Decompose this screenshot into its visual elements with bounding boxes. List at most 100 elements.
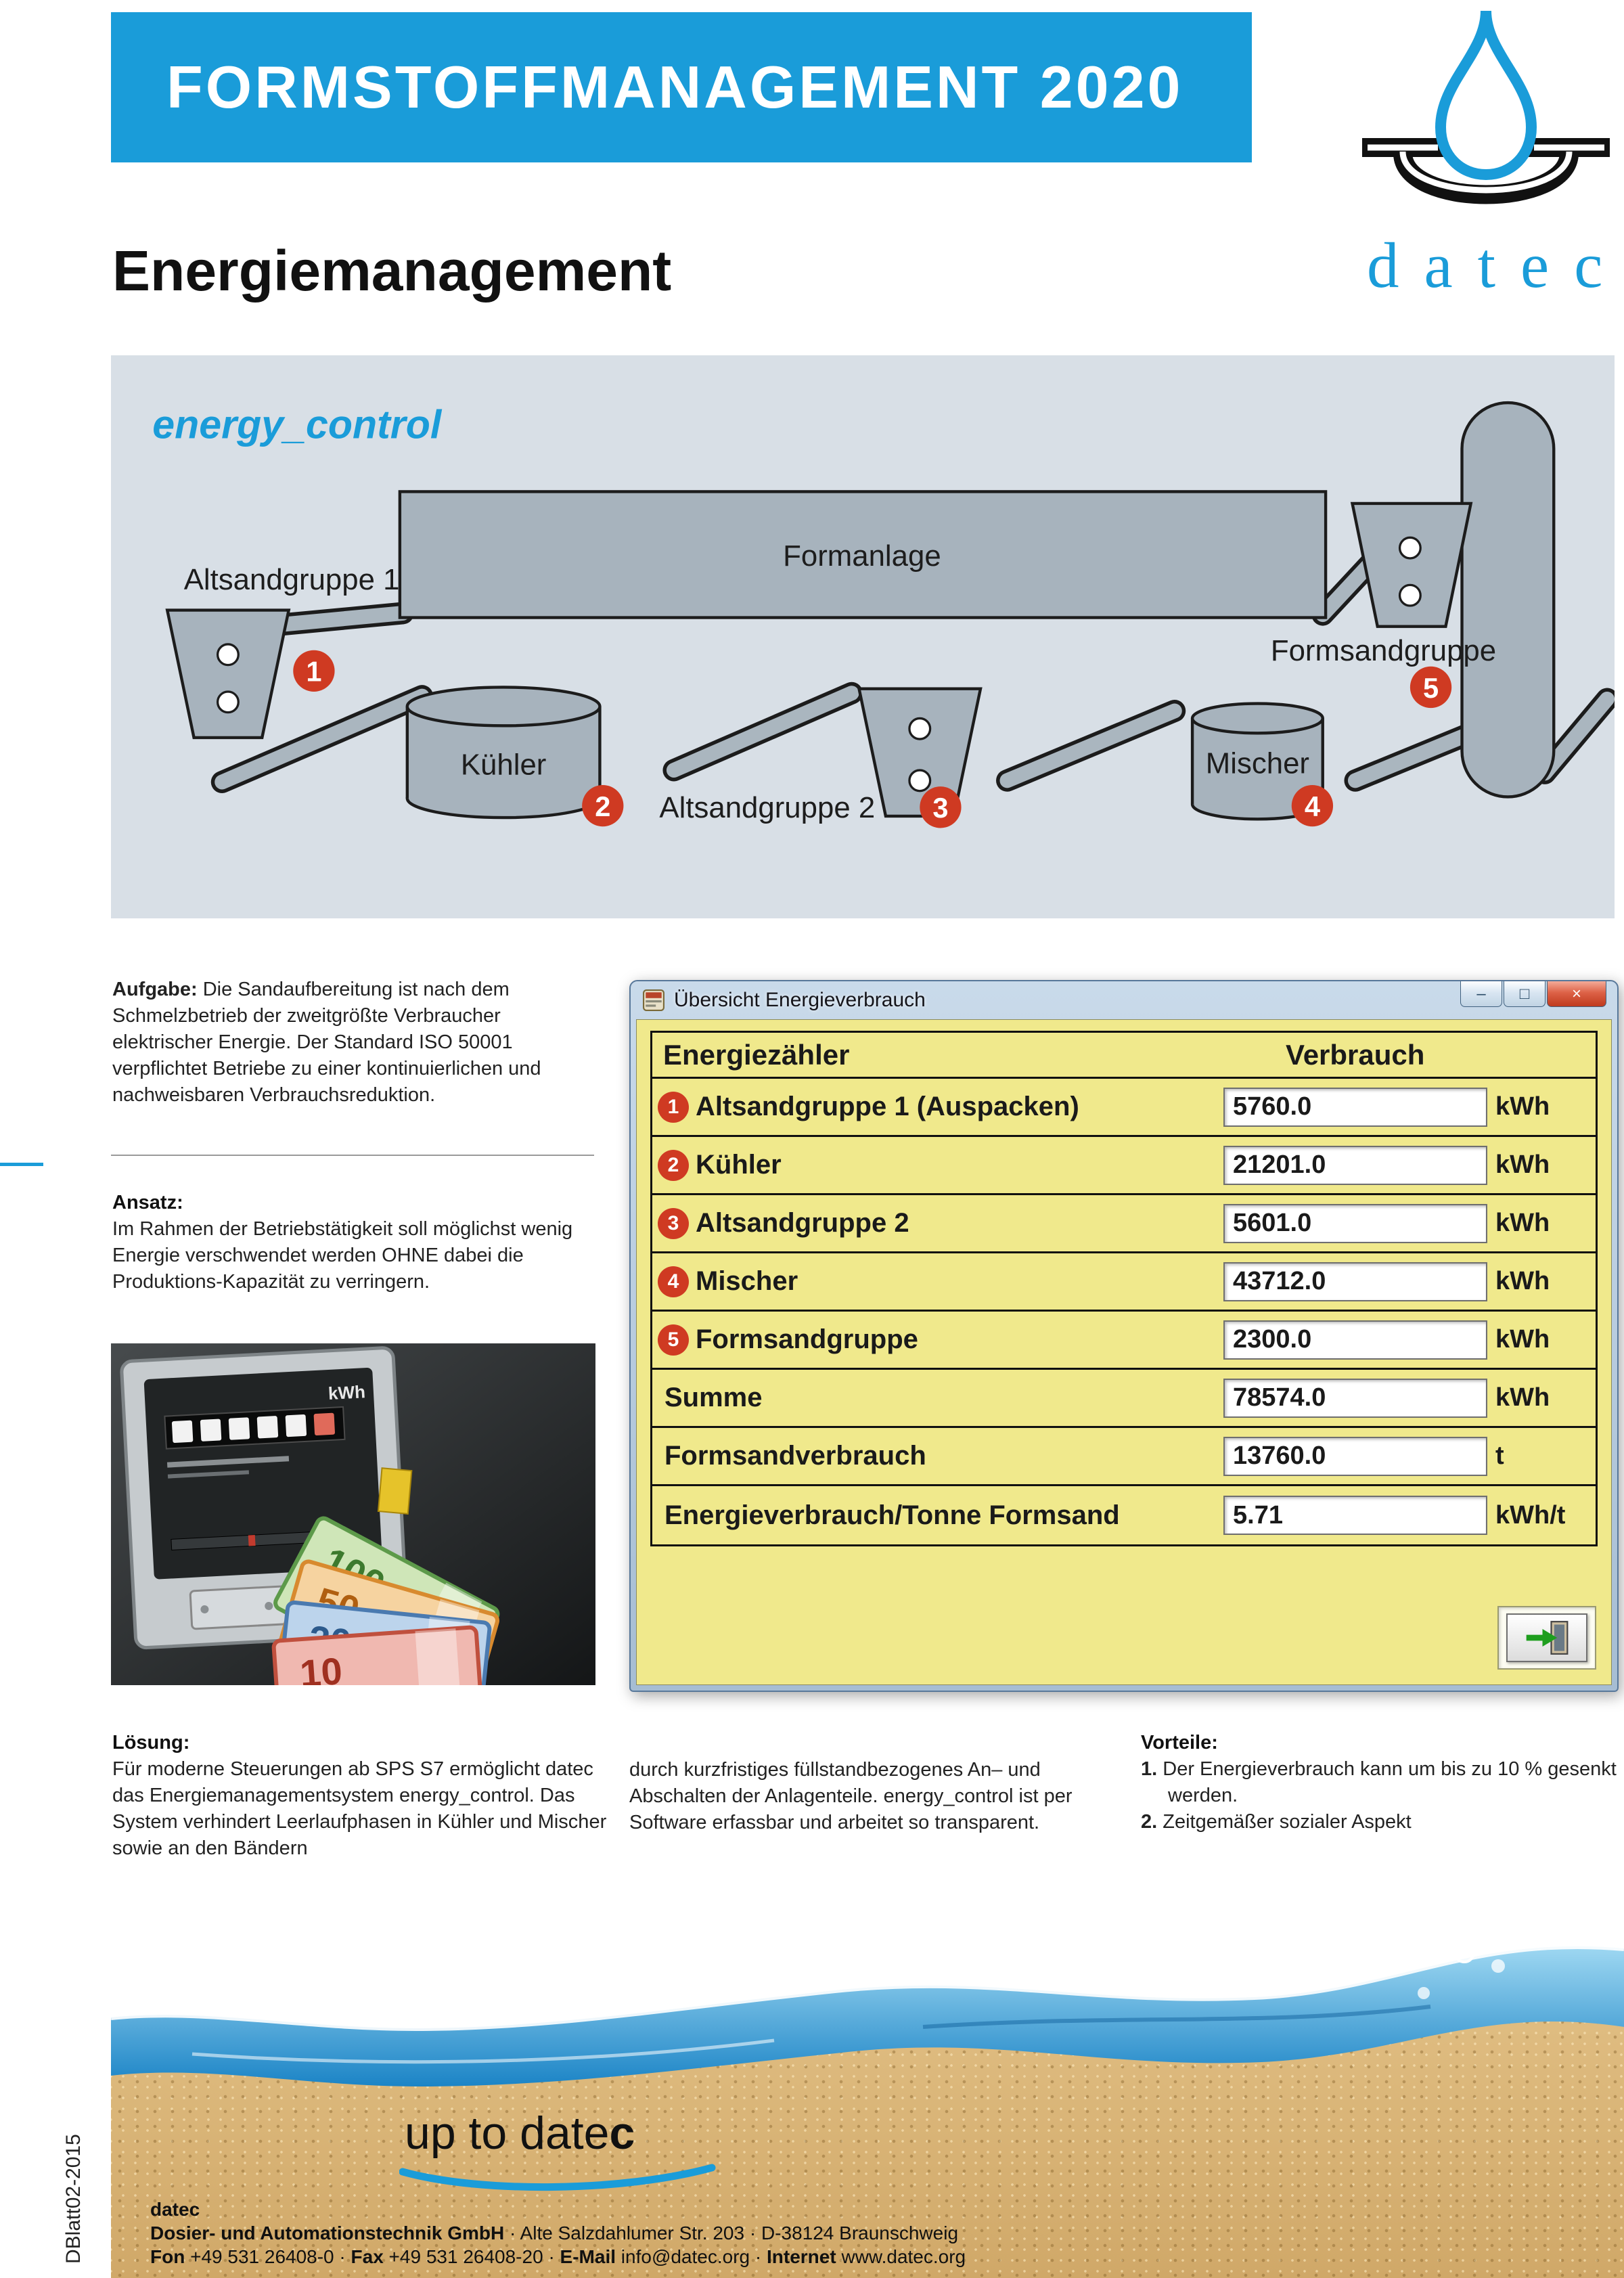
loesung-col1-text: Für moderne Steuerungen ab SPS S7 ermögl… xyxy=(112,1758,607,1859)
vorteile-heading: Vorteile: xyxy=(1141,1732,1218,1754)
energy-dialog-window: Übersicht Energieverbrauch – □ × Energie… xyxy=(629,980,1619,1692)
aufgabe-body: Die Sandaufbereitung ist nach dem Schmel… xyxy=(112,979,541,1106)
diagram-caption: energy_control xyxy=(152,402,443,447)
station-badge-4: 4 xyxy=(1291,784,1334,827)
row-unit: kWh xyxy=(1495,1151,1550,1179)
altsandgruppe2-label: Altsandgruppe 2 xyxy=(659,791,875,824)
svg-text:2: 2 xyxy=(595,790,610,822)
company-address-line: Dosier- und Automationstechnik GmbH · Al… xyxy=(150,2223,959,2243)
row-unit: kWh xyxy=(1495,1383,1550,1412)
meter-photo: kWh 100 xyxy=(111,1343,595,1685)
value-field[interactable]: 5601.0 xyxy=(1223,1203,1487,1243)
page-title: Energiemanagement xyxy=(112,239,672,303)
meter-photo-svg: kWh 100 xyxy=(111,1343,595,1685)
svg-text:3: 3 xyxy=(932,792,948,824)
meter-unit-label: kWh xyxy=(328,1381,365,1404)
datec-logo: datec xyxy=(1353,4,1619,303)
formanlage-label: Formanlage xyxy=(783,539,941,573)
altsandgruppe2-hopper xyxy=(857,687,983,818)
maximize-button[interactable]: □ xyxy=(1504,981,1546,1007)
station-badge-5: 5 xyxy=(1409,666,1452,709)
formanlage-shape xyxy=(398,490,1328,619)
document-code: DBlatt02-2015 xyxy=(62,2134,85,2264)
table-row: Summe 78574.0 kWh xyxy=(652,1370,1596,1428)
value-field[interactable]: 78574.0 xyxy=(1223,1378,1487,1418)
row-badge: 4 xyxy=(658,1266,689,1297)
svg-text:4: 4 xyxy=(1305,790,1320,822)
row-badge: 1 xyxy=(658,1091,689,1123)
row-badge: 2 xyxy=(658,1149,689,1181)
row-label: Altsandgruppe 1 (Auspacken) xyxy=(696,1092,1079,1121)
value-field[interactable]: 43712.0 xyxy=(1223,1261,1487,1301)
table-header: Energiezähler Verbrauch xyxy=(652,1033,1596,1079)
header-banner: FORMSTOFFMANAGEMENT 2020 xyxy=(111,12,1252,162)
svg-text:5: 5 xyxy=(1423,672,1439,704)
ansatz-body: Im Rahmen der Betriebstätigkeit soll mög… xyxy=(112,1218,573,1293)
column-header-verbrauch: Verbrauch xyxy=(1286,1038,1425,1071)
window-buttons: – □ × xyxy=(1459,981,1606,1007)
svg-text:1: 1 xyxy=(306,656,321,688)
table-row: Formsandverbrauch 13760.0 t xyxy=(652,1428,1596,1486)
row-badge: 3 xyxy=(658,1207,689,1239)
slogan-swoosh xyxy=(399,2164,716,2191)
row-label: Formsandgruppe xyxy=(696,1324,918,1354)
exit-button-well xyxy=(1497,1606,1596,1670)
section-divider xyxy=(111,1155,594,1156)
row-unit: kWh xyxy=(1495,1092,1550,1121)
banknote-10: 10 xyxy=(298,1649,344,1685)
maximize-icon: □ xyxy=(1519,984,1530,1003)
loesung-continued: durch kurzfristiges füllstandbezogenes A… xyxy=(629,1757,1103,1836)
altsandgruppe1-label: Altsandgruppe 1 xyxy=(184,563,400,596)
mischer-shape xyxy=(1190,702,1324,821)
slogan-up-to-datec: up to datec xyxy=(405,2107,635,2159)
close-button[interactable]: × xyxy=(1547,981,1606,1007)
row-unit: t xyxy=(1495,1442,1504,1470)
email-address: info@datec.org xyxy=(621,2246,750,2267)
euro-banknotes: 100 50 20 10 xyxy=(271,1516,500,1685)
value-field[interactable]: 2300.0 xyxy=(1223,1320,1487,1360)
row-unit: kWh xyxy=(1495,1267,1550,1295)
row-unit: kWh xyxy=(1495,1325,1550,1354)
mischer-label: Mischer xyxy=(1206,746,1309,780)
value-field[interactable]: 21201.0 xyxy=(1223,1145,1487,1185)
vorteil-item: 1. Der Energieverbrauch kann um bis zu 1… xyxy=(1141,1758,1617,1806)
row-badge: 5 xyxy=(658,1324,689,1356)
altsandgruppe1-hopper xyxy=(165,608,291,740)
dialog-app-icon xyxy=(643,989,664,1011)
row-label: Energieverbrauch/Tonne Formsand xyxy=(664,1500,1120,1530)
aufgabe-heading: Aufgabe: xyxy=(112,979,198,1000)
loesung-section: Lösung: Für moderne Steuerungen ab SPS S… xyxy=(112,1730,616,1862)
logo-wordmark: datec xyxy=(1367,229,1624,301)
exit-door-icon xyxy=(1526,1621,1569,1655)
vorteile-section: Vorteile: 1. Der Energieverbrauch kann u… xyxy=(1141,1730,1619,1835)
exit-button[interactable] xyxy=(1506,1613,1587,1662)
formsandgruppe-hopper xyxy=(1350,501,1473,628)
formsandgruppe-label: Formsandgruppe xyxy=(1271,634,1496,667)
row-label: Kühler xyxy=(696,1150,782,1180)
row-label: Mischer xyxy=(696,1266,798,1296)
close-icon: × xyxy=(1571,984,1581,1003)
value-field[interactable]: 13760.0 xyxy=(1223,1436,1487,1476)
value-field[interactable]: 5760.0 xyxy=(1223,1087,1487,1127)
ansatz-section: Ansatz: Im Rahmen der Betriebstätigkeit … xyxy=(112,1190,597,1295)
row-label: Altsandgruppe 2 xyxy=(696,1208,909,1238)
row-label: Formsandverbrauch xyxy=(664,1441,926,1471)
company-short: datec xyxy=(150,2199,200,2220)
page-edge-mark xyxy=(0,1163,43,1166)
value-field[interactable]: 5.71 xyxy=(1223,1496,1487,1535)
banner-title: FORMSTOFFMANAGEMENT 2020 xyxy=(166,53,1183,120)
website-address: www.datec.org xyxy=(841,2246,966,2267)
aufgabe-section: Aufgabe: Die Sandaufbereitung ist nach d… xyxy=(112,977,597,1109)
minimize-button[interactable]: – xyxy=(1460,981,1502,1007)
water-wave-graphic xyxy=(111,1925,1624,2086)
process-diagram-svg: energy_control Formanlage Altsandgruppe … xyxy=(152,401,1615,828)
kuehler-label: Kühler xyxy=(461,749,547,782)
elevator-shape xyxy=(1460,401,1556,799)
